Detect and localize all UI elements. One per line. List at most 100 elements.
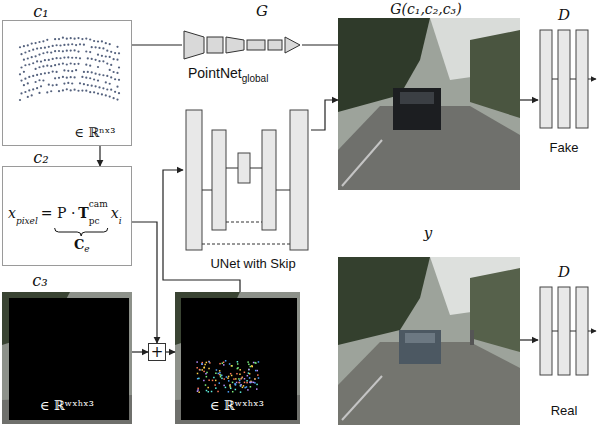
point	[105, 94, 107, 96]
point	[67, 56, 69, 58]
formula-part: x	[111, 205, 119, 221]
point	[81, 38, 83, 40]
point	[28, 76, 30, 78]
point	[91, 71, 93, 73]
point	[110, 64, 112, 66]
point	[231, 365, 233, 367]
point	[246, 386, 248, 388]
point	[219, 372, 221, 374]
point	[40, 47, 42, 49]
connector	[132, 351, 148, 352]
point	[205, 384, 207, 386]
layer-shape	[226, 37, 244, 53]
trees	[470, 30, 520, 118]
point	[70, 62, 72, 64]
point	[36, 74, 38, 76]
point	[244, 378, 246, 380]
point	[106, 50, 108, 52]
point	[95, 85, 97, 87]
point	[106, 75, 108, 77]
point	[46, 51, 48, 53]
point	[240, 384, 242, 386]
point	[255, 370, 257, 372]
point	[240, 378, 242, 380]
point	[75, 57, 77, 59]
point	[79, 82, 81, 84]
point	[48, 84, 50, 86]
point	[207, 387, 209, 389]
point	[221, 378, 223, 380]
point	[48, 72, 50, 74]
point	[219, 382, 221, 384]
point	[48, 59, 50, 61]
input-label: y	[424, 224, 432, 242]
point	[215, 380, 217, 382]
point	[32, 49, 34, 51]
point	[219, 363, 221, 365]
point	[97, 80, 99, 82]
layer-bar	[290, 110, 308, 250]
point	[214, 384, 216, 386]
point	[81, 89, 83, 91]
dimension: ∈ ℝⁿˣ³	[75, 125, 116, 140]
point	[91, 46, 93, 48]
projected-points	[196, 360, 259, 393]
point	[114, 52, 116, 54]
point	[257, 374, 259, 376]
point	[35, 55, 37, 57]
discriminator-symbol	[540, 30, 596, 128]
point	[246, 380, 248, 382]
point	[236, 373, 238, 375]
point	[247, 389, 249, 391]
point	[208, 361, 210, 363]
point	[23, 71, 25, 73]
point	[56, 84, 58, 86]
point	[95, 46, 97, 48]
point	[102, 74, 104, 76]
wire	[552, 331, 558, 332]
point	[254, 382, 256, 384]
point	[42, 52, 44, 54]
formula-part: pc	[89, 216, 100, 226]
point	[19, 46, 21, 48]
connector	[520, 339, 538, 340]
point	[249, 366, 251, 368]
skip-line	[202, 244, 290, 245]
mask	[9, 298, 129, 420]
pedestrian	[470, 330, 474, 345]
point	[116, 86, 118, 88]
point	[206, 376, 208, 378]
point	[257, 370, 259, 372]
point	[228, 376, 230, 378]
point	[258, 377, 260, 379]
point	[23, 45, 25, 47]
photo-ground	[338, 257, 520, 425]
formula-part: C	[74, 237, 84, 252]
point	[91, 58, 93, 60]
wire	[570, 79, 576, 80]
point	[19, 99, 21, 101]
point	[101, 93, 103, 95]
image-panel: c₃∈ ℝʷˣʰˣ³	[2, 292, 132, 424]
point	[203, 380, 205, 382]
point	[208, 379, 210, 381]
point	[116, 46, 118, 48]
point	[74, 76, 76, 78]
point	[83, 44, 85, 46]
block-label: D	[558, 263, 570, 281]
unet-symbol	[186, 110, 308, 250]
point	[196, 361, 198, 363]
point	[197, 373, 199, 375]
point	[110, 76, 112, 78]
real-photo	[338, 257, 520, 425]
discriminator-symbol	[540, 287, 596, 375]
point	[74, 89, 76, 91]
point	[35, 42, 37, 44]
point	[116, 98, 118, 100]
point	[205, 373, 207, 375]
point	[77, 50, 79, 52]
point	[231, 375, 233, 377]
photo-ground	[338, 18, 520, 190]
point	[230, 388, 232, 390]
